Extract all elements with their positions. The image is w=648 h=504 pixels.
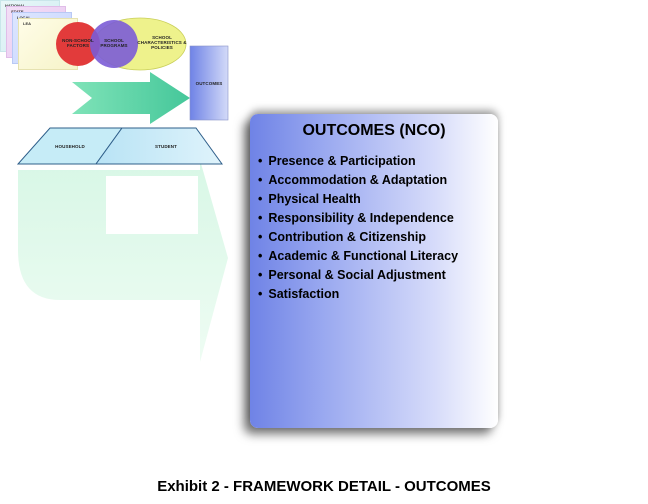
- outcome-item: Physical Health: [258, 190, 458, 209]
- level-label-state: STATE: [11, 9, 24, 14]
- school-programs-circle: [90, 20, 138, 68]
- level-label-national: NATIONAL: [5, 3, 25, 8]
- outcomes-detail-box: OUTCOMES (NCO) Presence & Participation …: [250, 114, 498, 428]
- student-parallelogram: [95, 127, 223, 165]
- outcome-item: Contribution & Citizenship: [258, 228, 458, 247]
- outcome-item: Academic & Functional Literacy: [258, 247, 458, 266]
- arrow-cutout: [106, 176, 198, 234]
- outcome-item: Presence & Participation: [258, 152, 458, 171]
- level-label-lea: LEA: [23, 21, 31, 26]
- level-label-local: LOCAL: [17, 15, 31, 20]
- outcomes-tab-label: OUTCOMES: [195, 81, 223, 86]
- non-school-factors-circle: [56, 22, 100, 66]
- outcomes-list: Presence & Participation Accommodation &…: [258, 152, 458, 304]
- household-label: HOUSEHOLD: [55, 144, 85, 149]
- school-programs-label: SCHOOL PROGRAMS: [100, 38, 128, 48]
- outcomes-title: OUTCOMES (NCO): [302, 122, 446, 139]
- outcome-item: Accommodation & Adaptation: [258, 171, 458, 190]
- outcomes-tab: [189, 45, 229, 121]
- school-characteristics-label: SCHOOL CHARACTERISTICS & POLICIES: [137, 35, 187, 50]
- exhibit-caption: Exhibit 2 - FRAMEWORK DETAIL - OUTCOMES: [157, 478, 491, 495]
- double-arrow: [72, 72, 190, 124]
- outcome-item: Satisfaction: [258, 285, 458, 304]
- student-label: STUDENT: [155, 144, 177, 149]
- outcome-item: Responsibility & Independence: [258, 209, 458, 228]
- outcome-item: Personal & Social Adjustment: [258, 266, 458, 285]
- non-school-factors-label: NON-SCHOOL FACTORS: [62, 38, 94, 48]
